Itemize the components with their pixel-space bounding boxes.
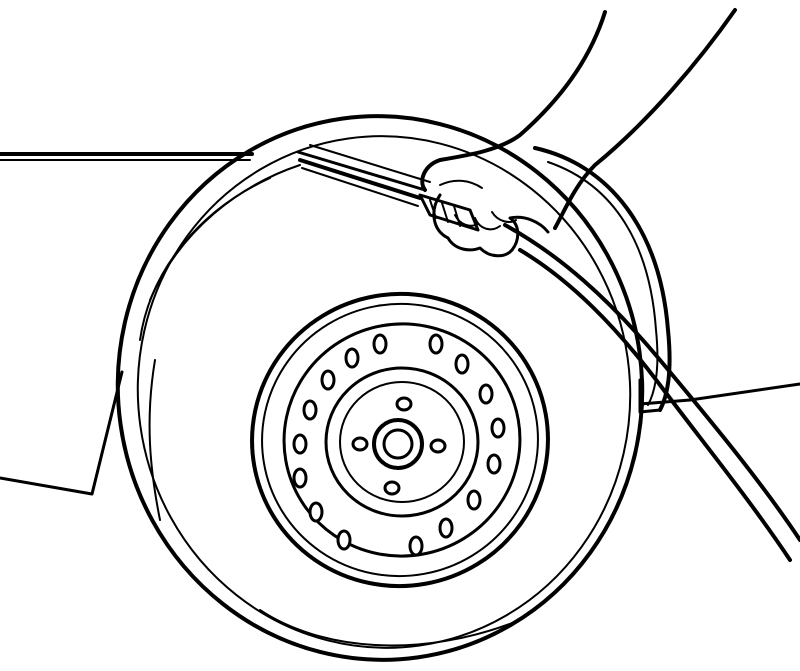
car-body	[0, 152, 800, 496]
rim-vent-holes	[292, 333, 506, 557]
hose	[503, 223, 800, 562]
water-stream	[296, 144, 431, 207]
tire	[115, 114, 645, 662]
wheel-rim	[250, 291, 550, 589]
hand	[420, 8, 737, 258]
